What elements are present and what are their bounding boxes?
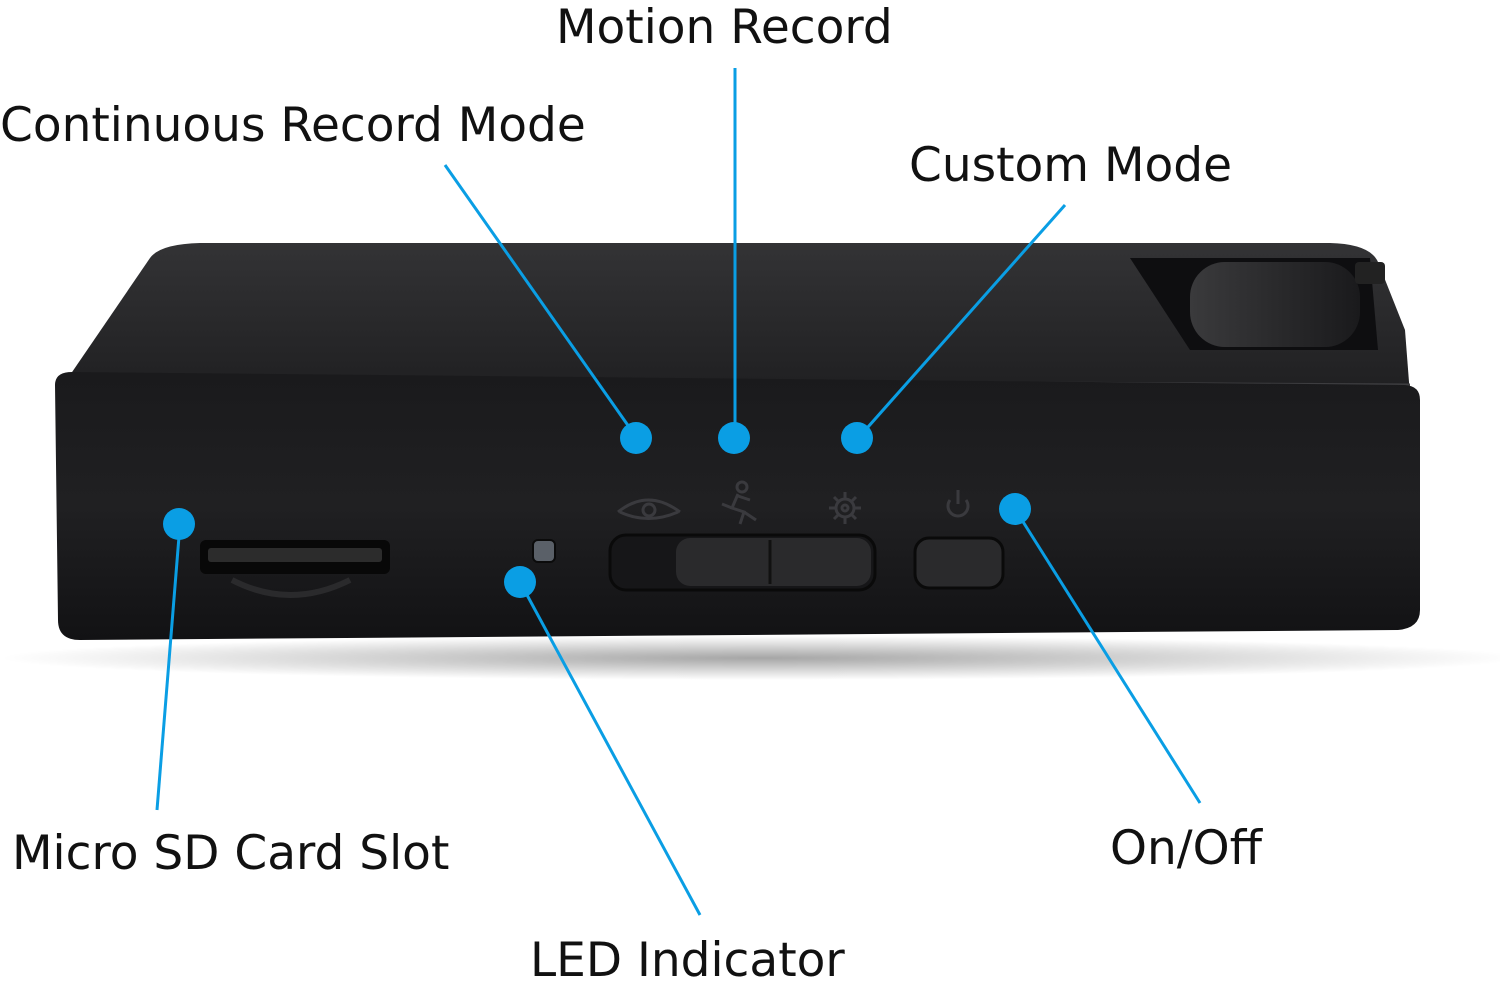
callout-dot-custom [841,422,873,454]
lens-clip [1355,262,1385,284]
callout-lines [155,68,1202,916]
label-motion-record: Motion Record [556,0,893,55]
label-on-off: On/Off [1110,821,1262,876]
sd-notch [230,577,352,598]
running-person-icon [721,480,757,525]
device-lid [68,243,1410,395]
label-continuous-record: Continuous Record Mode [0,98,586,153]
led-light [532,539,556,563]
power-icon [946,490,970,518]
floor-shadow [0,636,1500,680]
callout-dots [163,422,1031,598]
label-led-indicator: LED Indicator [530,933,845,988]
power-button[interactable] [913,536,1005,590]
callout-dot-led [504,566,536,598]
callout-dot-continuous [620,422,652,454]
callout-dot-power [999,493,1031,525]
lens-roller [1190,262,1360,347]
gear-icon [829,492,861,524]
mode-slider-knob[interactable] [676,538,871,586]
label-custom-mode: Custom Mode [909,138,1233,193]
callout-dot-motion [718,422,750,454]
sd-slot-inner [208,548,382,562]
device-front [55,372,1420,640]
callout-dot-sd [163,508,195,540]
eye-icon [617,498,681,520]
label-micro-sd: Micro SD Card Slot [12,826,450,881]
